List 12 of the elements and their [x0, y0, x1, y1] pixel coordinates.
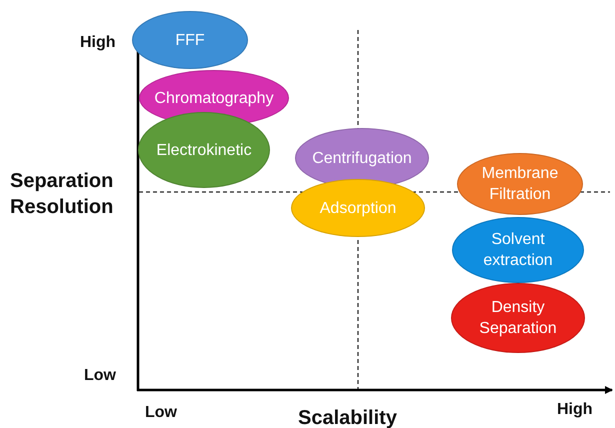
ellipse-node: Solvent extraction [452, 217, 584, 283]
axis-title: Scalability [298, 407, 397, 428]
ellipse-node: FFF [132, 11, 248, 69]
ellipse-node: Adsorption [291, 179, 425, 237]
axis-tick-label: High [80, 34, 116, 52]
ellipse-node: Electrokinetic [138, 112, 270, 188]
axis-title: Separation Resolution [10, 169, 114, 220]
axis-tick-label: High [557, 401, 593, 419]
axis-tick-label: Low [84, 367, 116, 385]
ellipse-node: Membrane Filtration [457, 153, 583, 215]
ellipse-node: Density Separation [451, 283, 585, 353]
axis-tick-label: Low [145, 404, 177, 422]
